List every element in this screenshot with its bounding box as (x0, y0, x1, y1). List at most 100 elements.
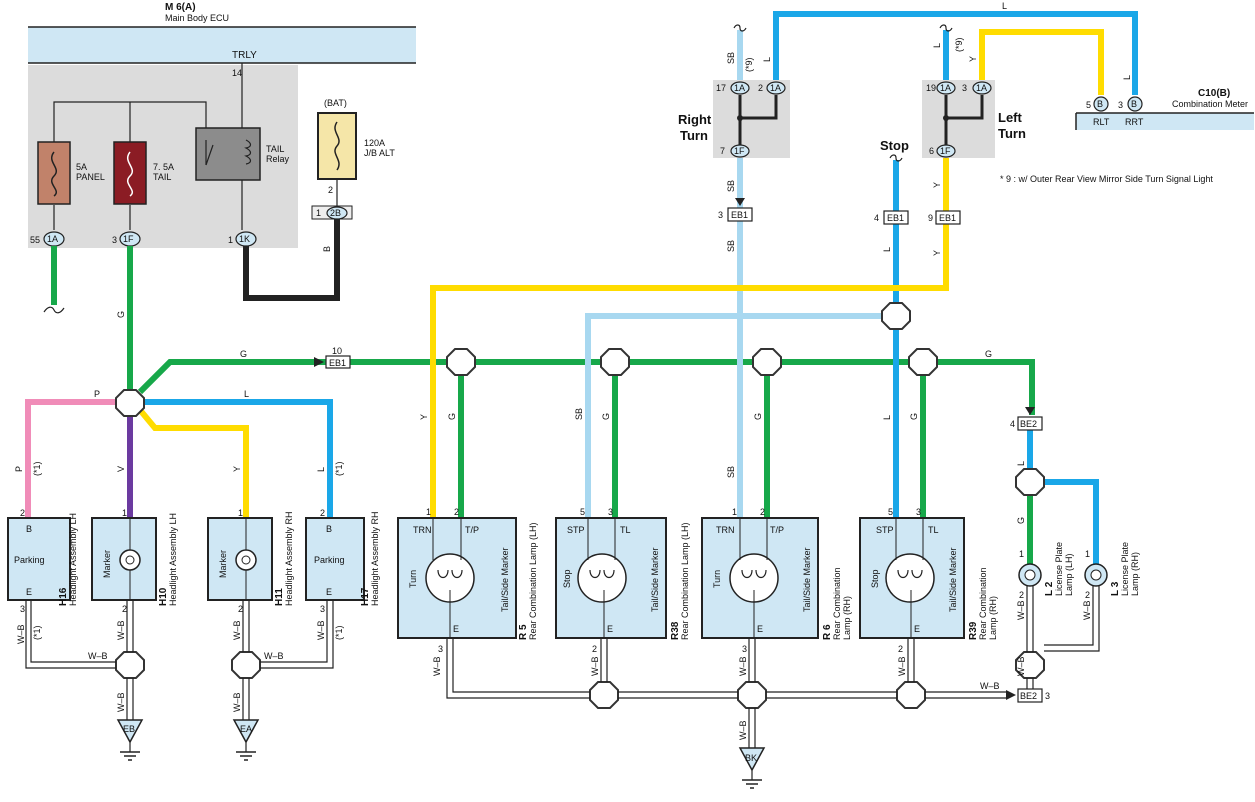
svg-text:EB1: EB1 (329, 358, 346, 368)
svg-text:E: E (607, 624, 613, 634)
svg-text:(*1): (*1) (334, 625, 344, 640)
svg-text:G: G (1016, 517, 1026, 524)
svg-text:W–B: W–B (590, 656, 600, 676)
svg-text:Headlight Assembly RH: Headlight Assembly RH (370, 511, 380, 606)
svg-text:EB1: EB1 (731, 210, 748, 220)
license-lamp-l2: 1 2 L 2 License Plate Lamp (LH) (1018, 542, 1074, 600)
svg-text:Lamp (RH): Lamp (RH) (842, 596, 852, 640)
svg-text:B: B (326, 524, 332, 534)
ground-bk: BK (738, 747, 766, 789)
connector-eb1-4 (883, 210, 909, 225)
svg-text:EA: EA (240, 724, 252, 734)
svg-text:Lamp (RH): Lamp (RH) (1130, 552, 1140, 596)
svg-text:W–B: W–B (897, 656, 907, 676)
svg-text:W–B: W–B (316, 620, 326, 640)
svg-text:G: G (447, 413, 457, 420)
svg-text:W–B: W–B (1016, 656, 1026, 676)
svg-text:Headlight Assembly RH: Headlight Assembly RH (284, 511, 294, 606)
svg-text:19: 19 (926, 83, 936, 93)
svg-text:E: E (326, 587, 332, 597)
svg-text:7. 5A: 7. 5A (153, 162, 174, 172)
svg-text:E: E (453, 624, 459, 634)
svg-text:3: 3 (742, 644, 747, 654)
svg-text:BE2: BE2 (1020, 691, 1037, 701)
svg-text:SB: SB (726, 240, 736, 252)
svg-text:License Plate: License Plate (1054, 542, 1064, 596)
note: * 9 : w/ Outer Rear View Mirror Side Tur… (1000, 174, 1213, 184)
svg-text:L: L (1002, 1, 1007, 11)
connector-eb1-3 (727, 207, 753, 222)
svg-text:Y: Y (932, 250, 942, 256)
svg-text:L: L (762, 57, 772, 62)
svg-text:W–B: W–B (116, 620, 126, 640)
svg-text:3: 3 (438, 644, 443, 654)
svg-text:EB: EB (123, 724, 135, 734)
svg-text:2: 2 (454, 507, 459, 517)
svg-text:TAIL: TAIL (153, 172, 171, 182)
svg-text:3: 3 (320, 604, 325, 614)
svg-text:TL: TL (928, 525, 939, 535)
svg-text:TAIL: TAIL (266, 144, 284, 154)
splice-junctions (115, 302, 1045, 709)
svg-text:T/P: T/P (465, 525, 479, 535)
svg-text:7: 7 (720, 146, 725, 156)
svg-text:BK: BK (745, 753, 757, 763)
svg-text:License Plate: License Plate (1120, 542, 1130, 596)
svg-text:W–B: W–B (980, 681, 1000, 691)
svg-text:J/B ALT: J/B ALT (364, 148, 395, 158)
svg-text:17: 17 (716, 83, 726, 93)
svg-text:(*1): (*1) (334, 461, 344, 476)
svg-text:Y: Y (932, 182, 942, 188)
svg-text:5: 5 (1086, 100, 1091, 110)
svg-text:1F: 1F (123, 234, 134, 244)
svg-text:W–B: W–B (738, 656, 748, 676)
svg-text:1A: 1A (976, 83, 987, 93)
stop-label: Stop (880, 138, 909, 153)
svg-text:Marker: Marker (102, 550, 112, 578)
svg-text:Y: Y (968, 56, 978, 62)
svg-text:EB1: EB1 (887, 213, 904, 223)
svg-text:Headlight Assembly LH: Headlight Assembly LH (68, 513, 78, 606)
svg-text:2: 2 (898, 644, 903, 654)
svg-text:1K: 1K (239, 234, 250, 244)
svg-text:Marker: Marker (218, 550, 228, 578)
right-turn-label: Right (678, 112, 712, 127)
svg-text:1F: 1F (734, 146, 745, 156)
svg-text:Turn: Turn (680, 128, 708, 143)
svg-text:W–B: W–B (1016, 600, 1026, 620)
svg-text:BE2: BE2 (1020, 419, 1037, 429)
svg-text:3: 3 (608, 507, 613, 517)
wire-l-h17 (144, 399, 333, 518)
svg-text:L: L (882, 247, 892, 252)
connector-eb1-10 (325, 355, 351, 369)
svg-text:1A: 1A (734, 83, 745, 93)
svg-text:Tail/Side Marker: Tail/Side Marker (948, 547, 958, 612)
svg-text:W–B: W–B (432, 656, 442, 676)
svg-text:P: P (14, 466, 24, 472)
svg-text:TRN: TRN (716, 525, 735, 535)
svg-text:G: G (753, 413, 763, 420)
svg-text:T/P: T/P (770, 525, 784, 535)
rear-lamp-r39: STP TL Stop Tail/Side Marker E 5 3 2 R39… (859, 507, 998, 654)
svg-text:Rear Combination: Rear Combination (978, 567, 988, 640)
svg-text:1: 1 (1019, 549, 1024, 559)
svg-text:Rear Combination: Rear Combination (832, 567, 842, 640)
svg-text:E: E (26, 587, 32, 597)
svg-text:L 2: L 2 (1044, 581, 1055, 596)
svg-text:PANEL: PANEL (76, 172, 105, 182)
svg-text:5: 5 (888, 507, 893, 517)
svg-text:W–B: W–B (738, 720, 748, 740)
svg-text:55: 55 (30, 235, 40, 245)
svg-text:L: L (882, 415, 892, 420)
svg-text:G: G (985, 349, 992, 359)
svg-text:3: 3 (962, 83, 967, 93)
svg-text:STP: STP (876, 525, 894, 535)
svg-text:(*9): (*9) (954, 37, 964, 52)
svg-text:Stop: Stop (870, 569, 880, 588)
svg-text:Y: Y (419, 414, 429, 420)
ecu-code: M 6(A) (165, 2, 196, 13)
svg-text:G: G (116, 311, 126, 318)
svg-text:L 3: L 3 (1110, 581, 1121, 596)
svg-text:6: 6 (929, 146, 934, 156)
svg-text:Headlight Assembly LH: Headlight Assembly LH (168, 513, 178, 606)
